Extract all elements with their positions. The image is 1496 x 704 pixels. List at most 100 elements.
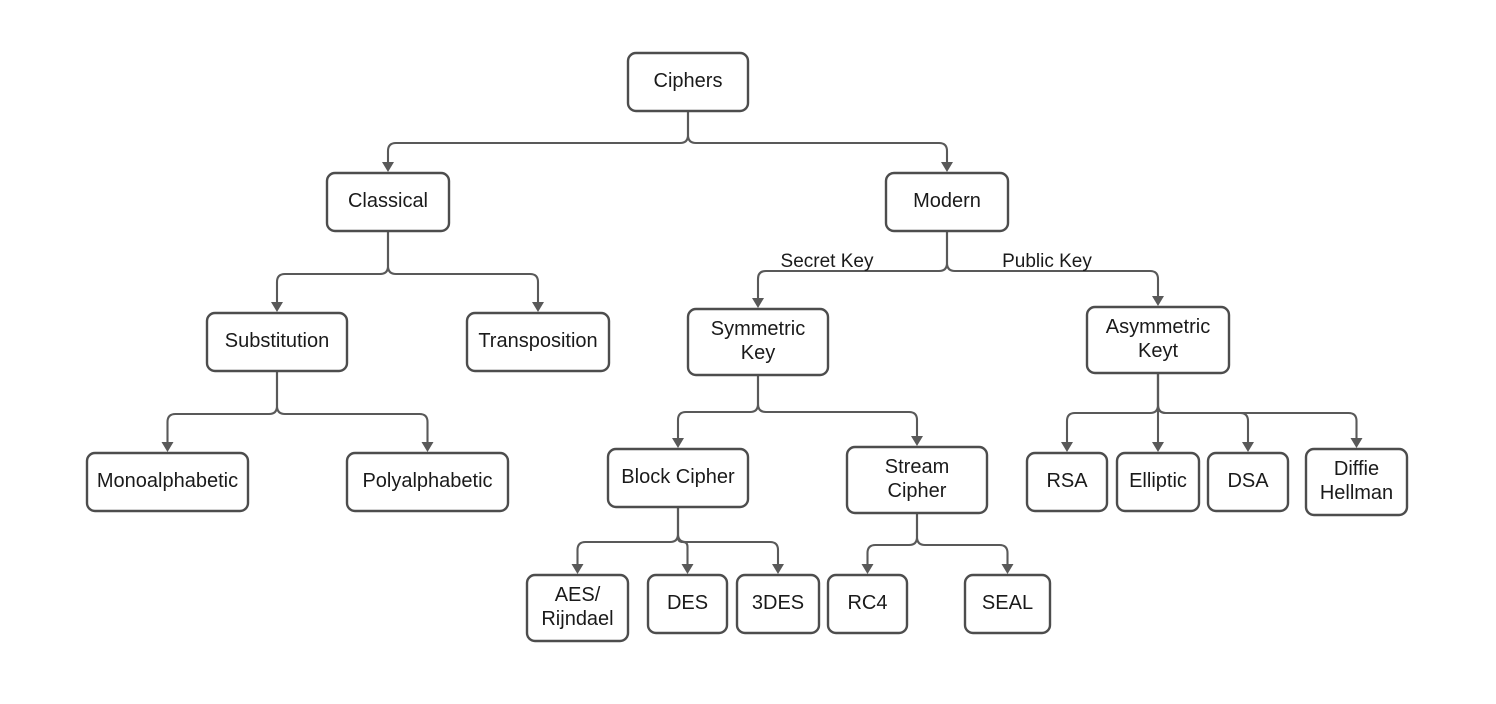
node-label-line: Substitution (225, 330, 330, 352)
node-label-line: Block Cipher (621, 466, 735, 488)
node-box-rc4[interactable] (826, 573, 909, 635)
node-3des[interactable]: 3DES (735, 573, 821, 635)
edge-classical-substitution (271, 231, 390, 312)
node-label-line: Asymmetric (1106, 316, 1210, 338)
node-label-modern: Modern (913, 190, 981, 212)
node-label-polyalphabetic: Polyalphabetic (362, 470, 492, 492)
node-box-diffie-hellman[interactable] (1304, 447, 1409, 517)
arrowhead (571, 564, 584, 574)
edge-modern-asymmetric-key (945, 231, 1164, 306)
node-ciphers[interactable]: Ciphers (626, 51, 750, 113)
node-classical[interactable]: Classical (325, 171, 451, 233)
node-label-line: Modern (913, 190, 981, 212)
node-box-block-cipher[interactable] (606, 447, 750, 509)
edge-labels-layer: Secret Key Public Key (781, 251, 1093, 272)
node-label-classical: Classical (348, 190, 428, 212)
node-box-symmetric-key[interactable] (686, 307, 830, 377)
node-monoalphabetic[interactable]: Monoalphabetic (85, 451, 250, 513)
node-box-seal[interactable] (963, 573, 1052, 635)
node-label-line: DES (667, 592, 708, 614)
node-box-modern[interactable] (884, 171, 1010, 233)
arrowhead (161, 442, 174, 452)
node-rsa[interactable]: RSA (1025, 451, 1109, 513)
arrowhead (421, 442, 434, 452)
node-label-substitution: Substitution (225, 330, 330, 352)
arrowhead (772, 564, 784, 574)
node-box-aes-rijndael[interactable] (525, 573, 630, 643)
arrowhead (1061, 442, 1073, 452)
node-block-cipher[interactable]: Block Cipher (606, 447, 750, 509)
node-box-transposition[interactable] (465, 311, 611, 373)
node-label-rsa: RSA (1046, 470, 1088, 492)
node-box-3des[interactable] (735, 573, 821, 635)
node-label-3des: 3DES (752, 592, 804, 614)
node-label-line: AES/ (555, 584, 601, 606)
node-box-substitution[interactable] (205, 311, 349, 373)
node-label-rc4: RC4 (847, 592, 887, 614)
node-rc4[interactable]: RC4 (826, 573, 909, 635)
arrowhead (681, 564, 694, 574)
node-label-block-cipher: Block Cipher (621, 466, 735, 488)
edge-block-aes-rijndael (571, 507, 680, 574)
node-dsa[interactable]: DSA (1206, 451, 1290, 513)
arrowhead (1350, 438, 1363, 448)
edge-classical-transposition (386, 231, 544, 312)
node-label-line: Polyalphabetic (362, 470, 492, 492)
node-box-asymmetric-key[interactable] (1085, 305, 1231, 375)
node-seal[interactable]: SEAL (963, 573, 1052, 635)
node-label-line: Classical (348, 190, 428, 212)
edge-ciphers-classical (382, 111, 690, 172)
arrowhead (1152, 442, 1164, 452)
node-label-line: RC4 (847, 592, 887, 614)
node-box-rsa[interactable] (1025, 451, 1109, 513)
node-substitution[interactable]: Substitution (205, 311, 349, 373)
edge-ciphers-modern (686, 111, 953, 172)
node-label-line: RSA (1046, 470, 1088, 492)
node-label-line: DSA (1227, 470, 1269, 492)
arrowhead (752, 298, 764, 308)
node-label-des: DES (667, 592, 708, 614)
node-box-elliptic[interactable] (1115, 451, 1201, 513)
node-polyalphabetic[interactable]: Polyalphabetic (345, 451, 510, 513)
node-elliptic[interactable]: Elliptic (1115, 451, 1201, 513)
secret-key-label: Secret Key (781, 251, 874, 272)
arrowhead (382, 162, 394, 172)
arrowhead (941, 162, 953, 172)
node-aes-rijndael[interactable]: AES/Rijndael (525, 573, 630, 643)
node-label-line: Cipher (888, 480, 947, 502)
public-key-label: Public Key (1002, 251, 1092, 272)
node-box-monoalphabetic[interactable] (85, 451, 250, 513)
arrowhead (1152, 296, 1164, 306)
node-des[interactable]: DES (646, 573, 729, 635)
node-box-classical[interactable] (325, 171, 451, 233)
node-box-polyalphabetic[interactable] (345, 451, 510, 513)
edge-symmetric-block-cipher (672, 375, 760, 448)
node-box-des[interactable] (646, 573, 729, 635)
edge-substitution-polyalphabetic (275, 371, 434, 452)
node-label-aes-rijndael: AES/Rijndael (541, 584, 613, 630)
edge-asymmetric-rsa (1061, 373, 1160, 452)
node-label-line: SEAL (982, 592, 1033, 614)
node-label-monoalphabetic: Monoalphabetic (97, 470, 238, 492)
edge-substitution-monoalphabetic (161, 371, 279, 452)
node-box-dsa[interactable] (1206, 451, 1290, 513)
node-label-line: Keyt (1138, 340, 1178, 362)
node-label-line: Rijndael (541, 608, 613, 630)
edges-layer (161, 111, 1363, 574)
node-modern[interactable]: Modern (884, 171, 1010, 233)
node-label-line: 3DES (752, 592, 804, 614)
node-box-stream-cipher[interactable] (845, 445, 989, 515)
node-transposition[interactable]: Transposition (465, 311, 611, 373)
edge-block-3des (676, 507, 784, 574)
node-box-ciphers[interactable] (626, 51, 750, 113)
